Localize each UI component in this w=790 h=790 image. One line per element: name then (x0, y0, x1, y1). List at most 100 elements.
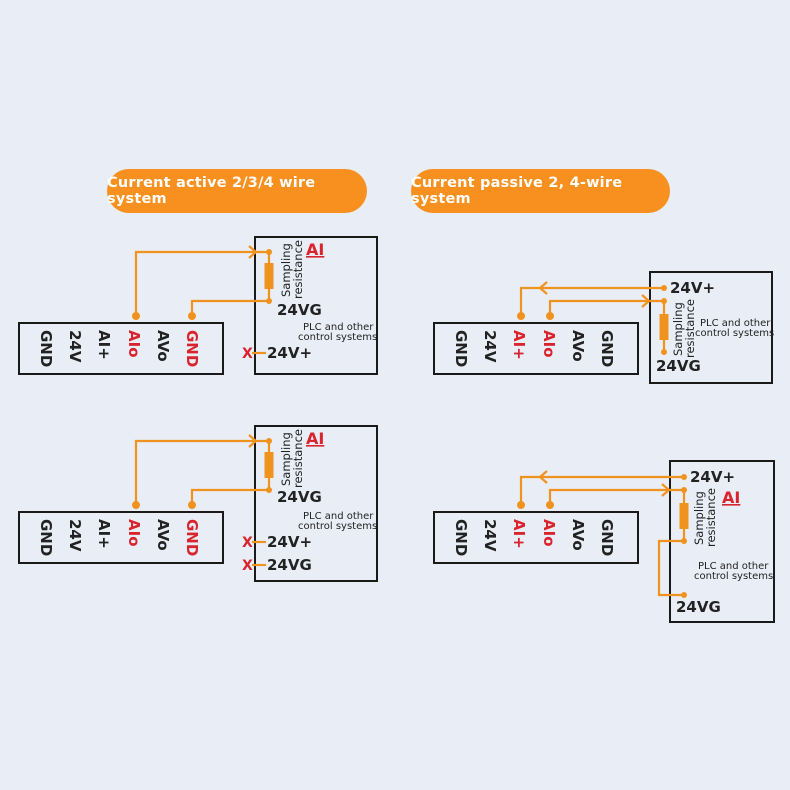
terminal-gnd-2: GND (183, 330, 201, 367)
terminal-ai-plus: AI+ (95, 519, 113, 549)
terminal-aio: AIo (125, 330, 143, 358)
terminal-aio: AIo (540, 330, 558, 358)
pin-24vg-label: 24VG (277, 301, 322, 319)
module-terminal-block (433, 322, 639, 375)
wire-resistor-to-24vg (657, 539, 684, 597)
plc-label-line1: PLC and other (303, 511, 374, 522)
sampling-label: Sampling (279, 243, 293, 297)
arrow-head-left (538, 470, 548, 484)
ai-label: AI (306, 429, 324, 448)
pin-24vg-label: 24VG (277, 488, 322, 506)
arrow-head-right (641, 294, 651, 308)
terminal-avo: AVo (154, 519, 172, 551)
junction-dot (546, 312, 554, 320)
terminal-gnd-2: GND (598, 519, 616, 556)
terminal-avo: AVo (569, 330, 587, 362)
wire-24v-to-ai-plus (519, 286, 664, 316)
plc-label-line2: control systems (694, 571, 773, 582)
sampling-label: Sampling (671, 302, 685, 356)
plc-label-line1: PLC and other (698, 561, 769, 572)
terminal-labels: GND 24V AI+ AIo AVo GND (452, 519, 616, 556)
wire-24v-to-ai-plus (519, 475, 684, 505)
plc-label-line2: control systems (695, 328, 774, 339)
wire-gnd-to-24vg (190, 299, 269, 316)
terminal-gnd-2: GND (598, 330, 616, 367)
plc-label-line1: PLC and other (700, 318, 771, 329)
junction-dot (681, 474, 687, 480)
junction-dot (266, 249, 272, 255)
sampling-resistor-icon (679, 503, 689, 529)
sampling-resistor-icon (264, 263, 274, 289)
terminal-gnd-1: GND (452, 330, 470, 367)
wire-aio-to-resistor (548, 299, 664, 316)
module-terminal-block (18, 322, 224, 375)
resistance-label: resistance (704, 488, 718, 547)
junction-dot (266, 438, 272, 444)
terminal-gnd-2: GND (183, 519, 201, 556)
plc-box (649, 271, 773, 384)
sampling-resistor-icon (264, 452, 274, 478)
junction-dot (681, 487, 687, 493)
terminal-24v: 24V (481, 519, 499, 552)
resistance-label: resistance (683, 299, 697, 358)
module-terminal-block (18, 511, 224, 564)
terminal-24v: 24V (481, 330, 499, 363)
heading-current-active: Current active 2/3/4 wire system (107, 169, 367, 213)
ai-label: AI (722, 488, 740, 507)
sampling-resistor-icon (659, 314, 669, 340)
not-connected-mark: X (242, 346, 253, 362)
terminal-aio: AIo (125, 519, 143, 547)
terminal-24v: 24V (66, 330, 84, 363)
junction-dot (517, 312, 525, 320)
junction-dot (132, 501, 140, 509)
terminal-avo: AVo (154, 330, 172, 362)
diagram-passive-4wire: GND 24V AI+ AIo AVo GND 24V+ Sampling re… (433, 460, 775, 623)
diagram-active-2wire: GND 24V AI+ AIo AVo GND Sampling resista… (18, 425, 378, 582)
terminal-avo: AVo (569, 519, 587, 551)
sampling-label: Sampling (279, 432, 293, 486)
junction-dot (661, 285, 667, 291)
junction-dot (188, 501, 196, 509)
pin-24v-plus-label: 24V+ (690, 468, 735, 486)
arrow-head-right (248, 434, 258, 448)
pin-24v-plus-label: 24V+ (267, 533, 312, 551)
pin-24v-plus-label: 24V+ (267, 344, 312, 362)
terminal-gnd-1: GND (37, 519, 55, 556)
not-connected-mark: X (242, 558, 253, 574)
diagram-active-3wire: GND 24V AI+ AIo AVo GND Sampling resista… (18, 236, 378, 375)
wire-aio-to-resistor (548, 488, 684, 505)
arrow-head-right (661, 483, 671, 497)
terminal-labels: GND 24V AI+ AIo AVo GND (37, 519, 201, 556)
wire-gnd-to-24vg (190, 488, 269, 505)
plc-label-line1: PLC and other (303, 322, 374, 333)
junction-dot (661, 349, 667, 355)
plc-label-line2: control systems (298, 521, 377, 532)
diagram-passive-2wire: GND 24V AI+ AIo AVo GND 24V+ Sampling re… (433, 271, 774, 384)
sampling-label: Sampling (692, 491, 706, 545)
pin-24v-plus-label: 24V+ (670, 279, 715, 297)
terminal-24v: 24V (66, 519, 84, 552)
junction-dot (661, 298, 667, 304)
terminal-aio: AIo (540, 519, 558, 547)
terminal-labels: GND 24V AI+ AIo AVo GND (37, 330, 201, 367)
pin-24vg-unused-label: 24VG (267, 556, 312, 574)
arrow-head-right (248, 245, 258, 259)
terminal-ai-plus: AI+ (510, 519, 528, 549)
plc-box (254, 236, 378, 375)
junction-dot (681, 538, 687, 544)
junction-dot (132, 312, 140, 320)
ai-label: AI (306, 240, 324, 259)
plc-box (254, 425, 378, 582)
terminal-ai-plus: AI+ (510, 330, 528, 360)
not-connected-mark: X (242, 535, 253, 551)
junction-dot (681, 592, 687, 598)
wire-aio-to-ai (134, 439, 269, 505)
junction-dot (266, 298, 272, 304)
heading-current-passive: Current passive 2, 4-wire system (411, 169, 670, 213)
resistance-label: resistance (291, 240, 305, 299)
module-terminal-block (433, 511, 639, 564)
junction-dot (517, 501, 525, 509)
junction-dot (266, 487, 272, 493)
plc-label-line2: control systems (298, 332, 377, 343)
